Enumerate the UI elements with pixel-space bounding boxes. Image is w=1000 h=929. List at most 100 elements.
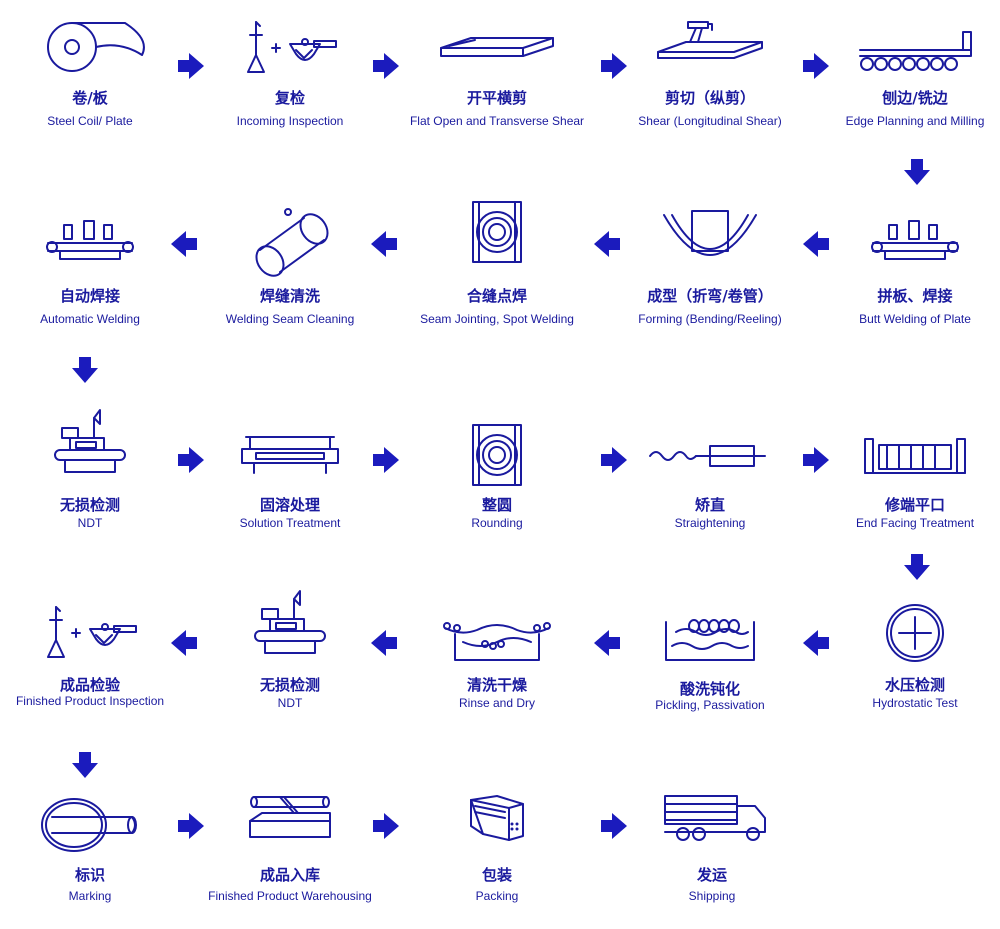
step-shear: 剪切（纵剪） Shear (Longitudinal Shear)	[638, 21, 782, 128]
step-label-en: Pickling, Passivation	[655, 698, 764, 712]
step-automatic-welding: 自动焊接 Automatic Welding	[40, 220, 140, 326]
packing-icon	[470, 795, 524, 841]
step-label-en: Hydrostatic Test	[872, 696, 958, 710]
steel-coil-icon	[47, 22, 145, 72]
marking-icon	[41, 798, 137, 852]
step-steel-coil: 卷/板 Steel Coil/ Plate	[47, 22, 145, 128]
flow-arrow-right	[803, 53, 829, 79]
flow-arrow-down	[72, 357, 98, 383]
shear-icon	[657, 21, 763, 59]
flow-arrow-down	[72, 752, 98, 778]
flow-arrow-right	[373, 813, 399, 839]
step-finished-inspection: 成品检验 Finished Product Inspection	[16, 606, 164, 708]
step-label-en: Shear (Longitudinal Shear)	[638, 114, 781, 128]
inspection-icon	[47, 606, 137, 658]
flow-arrow-left	[594, 630, 620, 656]
step-label-cn: 成品入库	[260, 866, 320, 884]
step-rounding: 整圆 Rounding	[471, 424, 523, 530]
flow-arrow-right	[178, 53, 204, 79]
step-label-en: Straightening	[675, 516, 746, 530]
step-solution-treatment: 固溶处理 Solution Treatment	[240, 436, 341, 530]
step-straightening: 矫直 Straightening	[649, 445, 766, 530]
step-ndt-2: 无损检测 NDT	[254, 590, 326, 710]
step-label-cn: 矫直	[695, 496, 725, 514]
step-label-cn: 固溶处理	[260, 496, 320, 514]
step-label-cn: 成品检验	[60, 676, 121, 694]
edge-milling-icon	[859, 31, 972, 71]
butt-welding-icon	[871, 220, 959, 260]
flow-arrow-left	[371, 630, 397, 656]
step-label-en: Forming (Bending/Reeling)	[638, 312, 781, 326]
flow-arrow-left	[594, 231, 620, 257]
flow-arrow-left	[171, 630, 197, 656]
step-label-cn: 包装	[482, 866, 513, 884]
truck-icon	[664, 795, 766, 841]
step-pickling: 酸洗钝化 Pickling, Passivation	[655, 619, 765, 712]
flow-arrow-right	[601, 813, 627, 839]
step-label-en: Marking	[69, 889, 112, 903]
flow-arrow-right	[373, 53, 399, 79]
step-label-en: Steel Coil/ Plate	[47, 114, 133, 128]
step-label-en: Packing	[476, 889, 519, 903]
step-label-cn: 发运	[696, 866, 727, 884]
flow-arrow-down	[904, 554, 930, 580]
step-label-en: NDT	[278, 696, 303, 710]
step-seam-cleaning: 焊缝清洗 Welding Seam Cleaning	[226, 208, 355, 326]
step-label-cn: 复检	[274, 89, 305, 107]
straightening-icon	[649, 445, 766, 467]
flow-arrow-right	[803, 447, 829, 473]
step-label-cn: 水压检测	[885, 676, 945, 694]
inspection-icon	[247, 21, 337, 73]
flow-arrow-right	[601, 53, 627, 79]
step-label-en: Shipping	[689, 889, 736, 903]
step-label-en: Welding Seam Cleaning	[226, 312, 355, 326]
step-label-cn: 修端平口	[884, 496, 945, 514]
step-label-cn: 自动焊接	[60, 287, 120, 305]
flat-plate-icon	[440, 37, 554, 57]
step-shipping: 发运 Shipping	[664, 795, 766, 903]
step-label-cn: 焊缝清洗	[260, 287, 320, 305]
solution-treatment-icon	[241, 436, 339, 474]
step-label-en: Edge Planning and Milling	[846, 114, 985, 128]
automatic-welding-icon	[46, 220, 134, 260]
forming-icon	[663, 210, 757, 256]
step-incoming-inspection: 复检 Incoming Inspection	[237, 21, 344, 128]
step-label-cn: 整圆	[482, 496, 512, 514]
step-hydrostatic-test: 水压检测 Hydrostatic Test	[872, 604, 958, 710]
step-warehousing: 成品入库 Finished Product Warehousing	[208, 796, 372, 903]
ndt-icon	[54, 409, 126, 473]
step-label-cn: 清洗干燥	[467, 676, 528, 694]
step-label-cn: 成型（折弯/卷管）	[647, 287, 772, 305]
flow-arrow-right	[178, 447, 204, 473]
warehousing-icon	[249, 796, 331, 838]
step-packing: 包装 Packing	[470, 795, 524, 903]
step-label-en: Finished Product Warehousing	[208, 889, 372, 903]
pickling-icon	[665, 619, 755, 661]
step-forming: 成型（折弯/卷管） Forming (Bending/Reeling)	[638, 210, 782, 326]
step-label-cn: 合缝点焊	[466, 287, 527, 305]
step-butt-welding: 拼板、焊接 Butt Welding of Plate	[859, 220, 971, 326]
flow-arrow-left	[371, 231, 397, 257]
step-label-en: Solution Treatment	[240, 516, 341, 530]
step-label-cn: 开平横剪	[467, 89, 527, 107]
step-label-en: Incoming Inspection	[237, 114, 344, 128]
step-label-cn: 剪切（纵剪）	[665, 89, 755, 107]
step-label-en: Flat Open and Transverse Shear	[410, 114, 584, 128]
step-label-en: Seam Jointing, Spot Welding	[420, 312, 574, 326]
hydrostatic-test-icon	[886, 604, 944, 662]
rinse-dry-icon	[443, 622, 551, 661]
step-label-cn: 无损检测	[259, 676, 320, 694]
step-label-en: Finished Product Inspection	[16, 694, 164, 708]
step-ndt: 无损检测 NDT	[54, 409, 126, 530]
step-edge-milling: 刨边/铣边 Edge Planning and Milling	[846, 31, 985, 128]
step-label-cn: 卷/板	[71, 89, 108, 107]
step-label-en: Rinse and Dry	[459, 696, 535, 710]
step-label-en: Butt Welding of Plate	[859, 312, 971, 326]
step-label-en: Automatic Welding	[40, 312, 140, 326]
step-rinse-dry: 清洗干燥 Rinse and Dry	[443, 622, 551, 710]
flow-arrow-right	[178, 813, 204, 839]
flow-arrow-right	[373, 447, 399, 473]
flow-arrow-down	[904, 159, 930, 185]
flow-arrow-left	[803, 231, 829, 257]
